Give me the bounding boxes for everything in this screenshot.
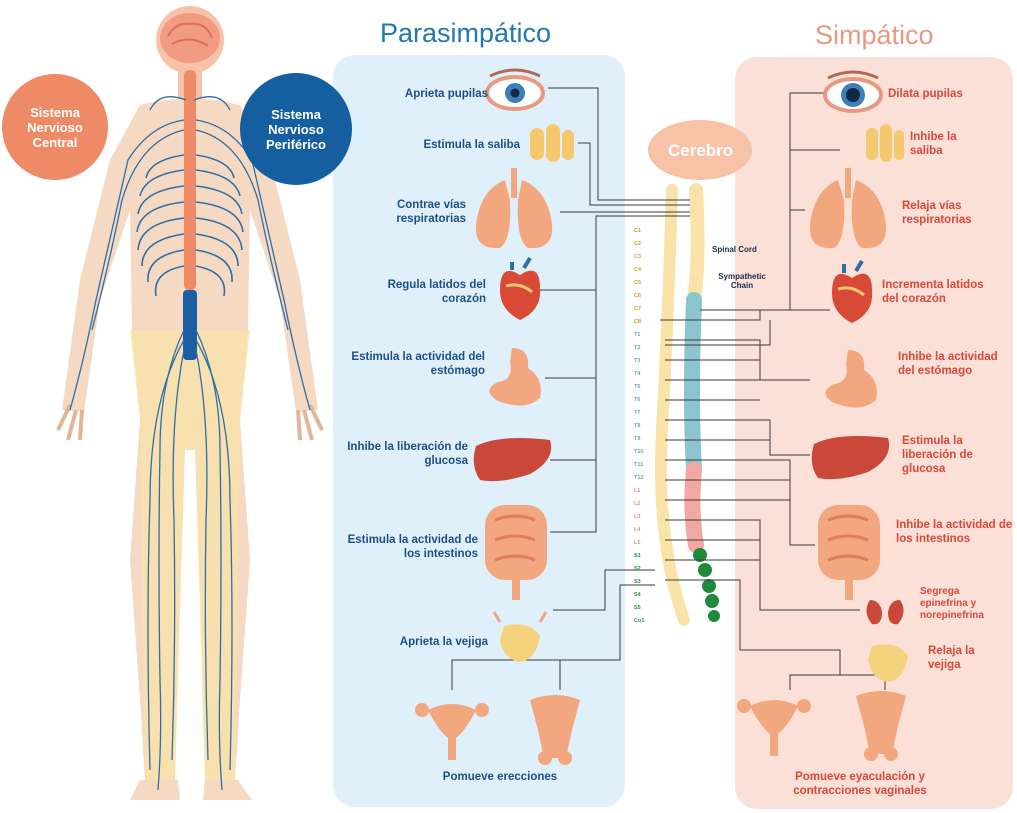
para-liver-icon: [474, 438, 551, 481]
vertebra-label: T11: [634, 462, 643, 468]
vertebra-label: C6: [634, 293, 641, 299]
para-lungs-icon: [476, 168, 552, 248]
simp-adrenal-icon: [866, 600, 903, 624]
vertebra-label: S2: [634, 566, 641, 572]
vertebra-label: T5: [634, 384, 640, 390]
vertebra-label: C8: [634, 319, 641, 325]
simp-label-saliva: Inhibe la saliba: [910, 130, 960, 158]
simp-label-pupils: Dilata pupilas: [888, 87, 998, 101]
para-salivary-icon: [530, 124, 574, 162]
vertebra-label: T4: [634, 371, 640, 377]
simp-liver-icon: [812, 436, 889, 479]
sympathetic-chain-label: Sympathetic Chain: [712, 272, 772, 290]
vertebra-label: T1: [634, 332, 640, 338]
para-heart-icon: [500, 258, 540, 320]
vertebra-label: C4: [634, 267, 641, 273]
cerebro-label: Cerebro: [668, 141, 733, 161]
vertebra-label: C2: [634, 241, 641, 247]
simp-salivary-icon: [866, 124, 904, 162]
para-label-pupils: Aprieta pupilas: [368, 87, 488, 101]
peripheral-nervous-system-circle: Sistema Nervioso Periférico: [240, 73, 352, 185]
vertebra-label: C1: [634, 228, 641, 234]
vertebra-label: S1: [634, 553, 641, 559]
central-nervous-system-label: Sistema Nervioso Central: [16, 105, 94, 150]
central-nervous-system-circle: Sistema Nervioso Central: [2, 74, 108, 180]
vertebra-label: T9: [634, 436, 640, 442]
vertebra-label: Co1: [634, 618, 644, 624]
simp-label-intestines: Inhibe la actividad de los intestinos: [896, 518, 1014, 546]
simp-label-airways: Relaja vías respiratorias: [902, 199, 1002, 227]
spinal-cord-label: Spinal Cord: [712, 245, 757, 254]
para-label-bladder: Aprieta la vejiga: [370, 635, 488, 649]
vertebra-label: T8: [634, 423, 640, 429]
vertebra-label: L4: [634, 527, 640, 533]
para-bladder-icon: [494, 612, 546, 662]
vertebra-label: S4: [634, 592, 641, 598]
simp-eye-icon: [825, 72, 881, 111]
vertebra-label: L1: [634, 488, 640, 494]
para-label-heart: Regula latidos del corazón: [350, 278, 486, 306]
simp-bladder-icon: [868, 644, 908, 682]
simp-male-reproductive-icon: [856, 691, 906, 761]
simp-label-glucose: Estimula la liberación de glucosa: [902, 434, 998, 476]
para-label-stomach: Estimula la actividad del estómago: [345, 350, 485, 378]
simp-heart-icon: [832, 261, 872, 323]
simp-female-reproductive-icon: [737, 699, 811, 756]
para-label-erections: Pomueve erecciones: [420, 770, 580, 784]
para-male-reproductive-icon: [530, 695, 580, 765]
para-eye-icon: [487, 70, 543, 109]
simp-lungs-icon: [810, 168, 886, 248]
simp-label-stomach: Inhibe la actividad del estómago: [898, 350, 998, 378]
simp-label-ejaculation: Pomueve eyaculación y contracciones vagi…: [770, 770, 950, 798]
simp-stomach-icon: [825, 350, 876, 408]
vertebra-label: L5: [634, 540, 640, 546]
simp-label-bladder: Relaja la vejiga: [928, 644, 988, 672]
para-stomach-icon: [489, 348, 540, 406]
vertebra-label: C7: [634, 306, 641, 312]
vertebra-label: L3: [634, 514, 640, 520]
vertebra-label: L2: [634, 501, 640, 507]
vertebra-label: T7: [634, 410, 640, 416]
vertebra-label: S3: [634, 579, 641, 585]
simp-label-heart: Incrementa latidos del corazón: [882, 278, 1002, 306]
para-intestines-icon: [485, 505, 547, 600]
para-label-airways: Contrae vías respiratorias: [372, 198, 466, 226]
para-label-intestines: Estimula la actividad de los intestinos: [332, 533, 478, 561]
spinal-column: [648, 120, 752, 622]
vertebra-label: C5: [634, 280, 641, 286]
para-female-reproductive-icon: [415, 703, 489, 760]
vertebra-label: C3: [634, 254, 641, 260]
vertebra-label: T6: [634, 397, 640, 403]
simp-label-adrenal: Segrega epinefrina y norepinefrina: [920, 586, 1000, 622]
peripheral-nervous-system-label: Sistema Nervioso Periférico: [253, 107, 339, 152]
vertebra-label: T2: [634, 345, 640, 351]
vertebra-label: T3: [634, 358, 640, 364]
vertebra-label: T10: [634, 449, 643, 455]
para-label-saliva: Estimula la saliba: [380, 138, 520, 152]
para-label-glucose: Inhibe la liberación de glucosa: [340, 440, 468, 468]
vertebra-label: T12: [634, 475, 643, 481]
simp-intestines-icon: [818, 505, 880, 600]
vertebra-label: S5: [634, 605, 641, 611]
